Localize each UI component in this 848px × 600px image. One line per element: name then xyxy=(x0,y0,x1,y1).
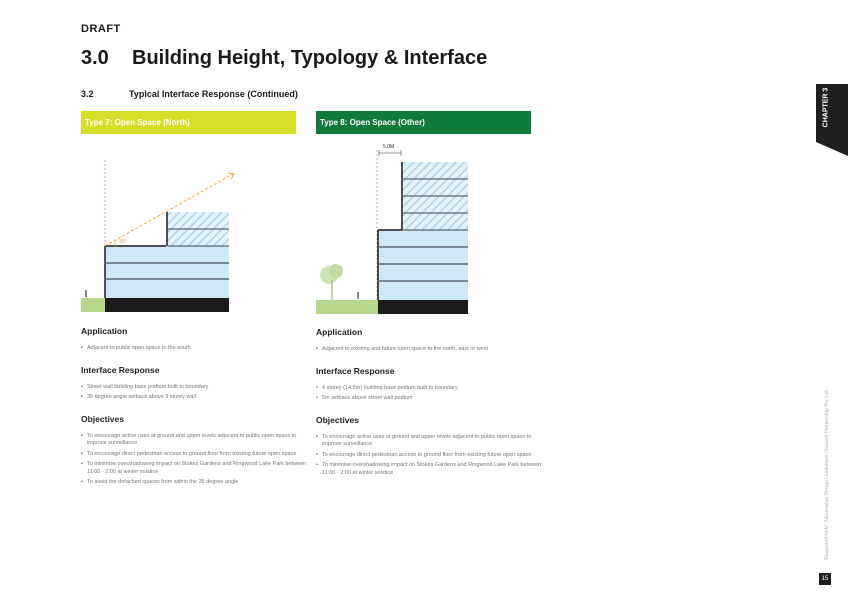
objectives-list: To encourage active uses at ground and u… xyxy=(81,433,313,487)
type-8-bar: Type 8: Open Space (Other) xyxy=(316,111,531,134)
angle-line xyxy=(104,173,234,247)
angle-label: 35° xyxy=(119,239,127,245)
application-list: Adjacent to public open space to the sou… xyxy=(81,345,313,353)
chapter-label: CHAPTER 3 xyxy=(822,87,830,128)
list-item: To avoid the detached spaces from within… xyxy=(81,479,313,487)
list-item: To encourage direct pedestrian access to… xyxy=(316,452,548,460)
list-item: Street wall building base podium built t… xyxy=(81,384,313,392)
page-title: Building Height, Typology & Interface xyxy=(132,47,488,69)
type-7-text: Application Adjacent to public open spac… xyxy=(81,326,313,499)
list-item: To encourage active uses at ground and u… xyxy=(81,433,313,448)
section-number: 3.0 xyxy=(81,47,109,69)
list-item: Adjacent to existing and future open spa… xyxy=(316,346,548,354)
open-space-ground xyxy=(316,300,378,314)
basement xyxy=(105,298,229,312)
list-item: 4 storey (14.5m) building base podium bu… xyxy=(316,385,548,393)
application-heading: Application xyxy=(316,327,363,337)
interface-heading: Interface Response xyxy=(81,364,160,375)
chapter-tab xyxy=(816,84,848,156)
subsection-title: Typical Interface Response (Continued) xyxy=(129,89,298,99)
draft-label: DRAFT xyxy=(81,23,121,35)
footer-text: Ringwood MAC Masterplan Design Guideline… xyxy=(824,390,830,560)
interface-list: 4 storey (14.5m) building base podium bu… xyxy=(316,385,548,403)
podium xyxy=(378,230,468,300)
type-8-text: Application Adjacent to existing and fut… xyxy=(316,327,548,489)
list-item: To minimise overshadowing impact on Stok… xyxy=(316,462,548,477)
list-item: To encourage active uses at ground and u… xyxy=(316,434,548,449)
list-item: To encourage direct pedestrian access to… xyxy=(81,451,313,459)
interface-list: Street wall building base podium built t… xyxy=(81,384,313,402)
podium xyxy=(105,246,229,298)
type-7-bar: Type 7: Open Space (North) xyxy=(81,111,296,134)
objectives-heading: Objectives xyxy=(81,413,124,424)
list-item: 35 degree angle setback above 3 storey w… xyxy=(81,394,313,402)
interface-heading: Interface Response xyxy=(316,365,395,376)
basement xyxy=(378,300,468,314)
page-number: 15 xyxy=(819,573,831,585)
list-item: Adjacent to public open space to the sou… xyxy=(81,345,313,353)
list-item: 5m setback above street wall podium xyxy=(316,395,548,403)
section-diagram-north: 35° xyxy=(81,160,235,312)
subsection-number: 3.2 xyxy=(81,89,94,99)
open-space-ground xyxy=(81,298,105,312)
chapter-label-wrap: CHAPTER 3 xyxy=(818,86,844,131)
objectives-heading: Objectives xyxy=(316,414,359,425)
application-list: Adjacent to existing and future open spa… xyxy=(316,346,548,354)
section-diagram-other: 5.0M xyxy=(316,144,468,314)
application-heading: Application xyxy=(81,326,128,336)
dimension-label: 5.0M xyxy=(383,144,394,150)
list-item: To minimise overshadowing impact on Stok… xyxy=(81,461,313,476)
footer-vertical: Ringwood MAC Masterplan Design Guideline… xyxy=(800,340,848,560)
objectives-list: To encourage active uses at ground and u… xyxy=(316,434,548,478)
